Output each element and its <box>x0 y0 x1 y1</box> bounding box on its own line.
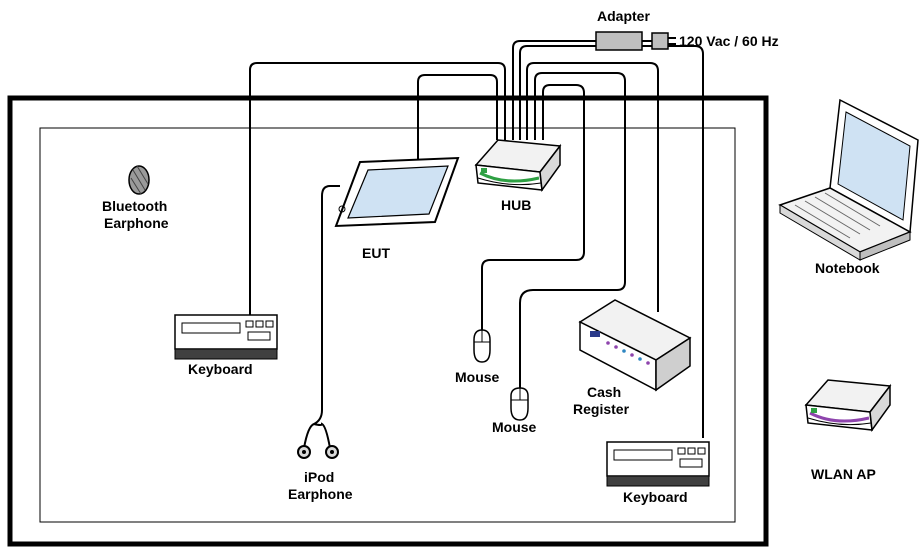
cash-register-icon <box>578 299 692 392</box>
keyboard-icon <box>606 441 710 487</box>
cable-adapter-hub <box>512 40 596 140</box>
bluetooth-earphone-label-1: Bluetooth <box>102 198 167 214</box>
cable-mouse-upper <box>519 72 626 388</box>
cable-cash-register <box>526 62 659 312</box>
adapter-label: Adapter <box>597 8 650 24</box>
mouse-1-label: Mouse <box>455 369 500 385</box>
cash-register-label-1: Cash <box>587 384 621 400</box>
laptop-icon <box>778 98 919 261</box>
table-outer-frame <box>7 95 769 547</box>
wlan-ap-label: WLAN AP <box>811 466 876 482</box>
keyboard-icon <box>174 314 278 360</box>
eut-label: EUT <box>362 245 390 261</box>
supply-label: 120 Vac / 60 Hz <box>679 33 779 49</box>
notebook-label: Notebook <box>815 260 880 276</box>
cable-keyboard-right <box>519 45 704 438</box>
mouse-2-label: Mouse <box>492 419 537 435</box>
cable-mouse-lower <box>481 84 585 330</box>
mouse-icon <box>510 387 529 421</box>
tablet-icon <box>334 156 460 228</box>
bluetooth-earphone-icon <box>128 165 150 195</box>
hub-label: HUB <box>501 197 531 213</box>
network-hub-icon <box>474 139 562 193</box>
wireless-access-point-icon <box>804 379 892 433</box>
power-adapter-icon <box>595 31 676 51</box>
cash-register-label-2: Register <box>573 401 630 417</box>
cable-keyboard-left <box>249 62 506 317</box>
bluetooth-earphone-label-2: Earphone <box>104 215 169 231</box>
ipod-earphone-icon <box>297 422 339 459</box>
keyboard-right-label: Keyboard <box>623 489 688 505</box>
ipod-earphone-label-2: Earphone <box>288 486 353 502</box>
table-inner-frame <box>39 127 736 523</box>
keyboard-left-label: Keyboard <box>188 361 253 377</box>
mouse-icon <box>473 329 491 363</box>
cable-ipod <box>313 185 340 425</box>
cable-eut-hub <box>417 74 498 160</box>
ipod-earphone-label-1: iPod <box>304 469 334 485</box>
